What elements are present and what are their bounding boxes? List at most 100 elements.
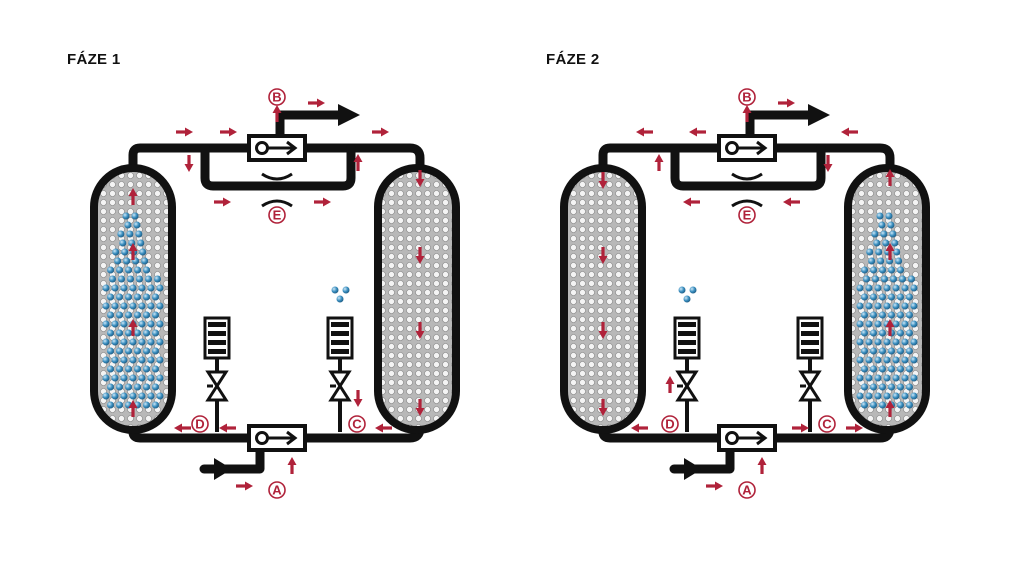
label-c: C (818, 415, 836, 433)
outlet-pipe (745, 110, 817, 143)
flow-arrow-up (742, 105, 752, 122)
flow-arrow-left (219, 423, 236, 433)
flow-arrow-down (598, 399, 608, 416)
phase-1-title: FÁZE 1 (67, 51, 121, 68)
flow-arrow-down (415, 399, 425, 416)
flow-arrow-up (353, 154, 363, 171)
inlet-shuttle-valve (247, 424, 307, 452)
outlet-shuttle-valve (717, 134, 777, 162)
flow-arrow-down (415, 322, 425, 339)
left-exhaust-valve (673, 316, 701, 432)
orifice-top (261, 172, 293, 181)
outlet-arrow (808, 104, 830, 126)
left-exhaust-valve (203, 316, 231, 432)
label-d: D (191, 415, 209, 433)
flow-arrow-left (375, 423, 392, 433)
flow-arrow-right (372, 127, 389, 137)
flow-arrow-up (885, 169, 895, 186)
phase-2-diagram: B E D C A (560, 88, 930, 499)
flow-arrow-right (706, 481, 723, 491)
purge-loop-pipe (670, 143, 826, 191)
flow-arrow-left (841, 127, 858, 137)
flow-arrow-up (757, 457, 767, 474)
outlet-pipe (275, 110, 347, 143)
flow-arrow-up (128, 400, 138, 417)
right-exhaust-valve (326, 316, 354, 432)
right-vessel (844, 164, 930, 434)
phase-1-diagram: B E D C A (90, 88, 460, 499)
right-exhaust-valve (796, 316, 824, 432)
flow-arrow-right (778, 98, 795, 108)
flow-arrow-down (353, 390, 363, 407)
moisture-droplets (856, 212, 918, 409)
flow-arrow-up (272, 105, 282, 122)
flow-arrow-up (128, 319, 138, 336)
right-vessel (374, 164, 460, 434)
label-e: E (268, 206, 286, 224)
flow-arrow-left (783, 197, 800, 207)
label-c: C (348, 415, 366, 433)
flow-arrow-left (689, 127, 706, 137)
flow-arrow-down (184, 155, 194, 172)
flow-arrow-up (128, 188, 138, 205)
inlet-arrow (684, 458, 702, 480)
label-text: E (273, 208, 282, 223)
flow-arrow-up (665, 376, 675, 393)
flow-arrow-up (885, 400, 895, 417)
flow-arrow-left (683, 197, 700, 207)
flow-arrow-left (631, 423, 648, 433)
inlet-arrow (214, 458, 232, 480)
label-text: B (272, 90, 281, 105)
label-text: D (195, 417, 204, 432)
label-text: E (743, 208, 752, 223)
orifice-bottom (731, 199, 763, 208)
label-text: C (352, 417, 362, 432)
label-b: B (268, 88, 286, 106)
flow-arrow-down (415, 170, 425, 187)
flow-arrow-down (823, 155, 833, 172)
orifice-bottom (261, 199, 293, 208)
flow-arrow-right (176, 127, 193, 137)
flow-arrow-up (287, 457, 297, 474)
flow-arrow-right (792, 423, 809, 433)
flow-arrow-down (598, 322, 608, 339)
flow-arrow-right (214, 197, 231, 207)
flow-arrow-down (415, 247, 425, 264)
label-d: D (661, 415, 679, 433)
flow-arrow-up (654, 154, 664, 171)
flow-arrow-up (885, 243, 895, 260)
exhaust-droplets (331, 286, 350, 303)
flow-arrow-up (885, 319, 895, 336)
left-vessel (560, 164, 646, 434)
purge-loop-pipe (200, 143, 356, 191)
label-text: B (742, 90, 751, 105)
flow-arrow-right (846, 423, 863, 433)
outlet-shuttle-valve (247, 134, 307, 162)
flow-arrow-right (308, 98, 325, 108)
label-text: A (742, 483, 752, 498)
flow-arrow-right (220, 127, 237, 137)
inlet-pipe (199, 447, 265, 474)
flow-arrow-down (598, 172, 608, 189)
label-text: D (665, 417, 674, 432)
flow-arrow-up (128, 243, 138, 260)
outlet-arrow (338, 104, 360, 126)
flow-arrow-left (174, 423, 191, 433)
label-text: C (822, 417, 832, 432)
flow-arrow-left (636, 127, 653, 137)
label-e: E (738, 206, 756, 224)
exhaust-droplets (678, 286, 697, 303)
moisture-droplets (102, 212, 164, 409)
flow-arrow-right (314, 197, 331, 207)
label-a: A (268, 481, 286, 499)
inlet-shuttle-valve (717, 424, 777, 452)
inlet-pipe (669, 447, 735, 474)
label-text: A (272, 483, 282, 498)
orifice-top (731, 172, 763, 181)
label-a: A (738, 481, 756, 499)
flow-arrow-right (236, 481, 253, 491)
left-vessel (90, 164, 176, 434)
label-b: B (738, 88, 756, 106)
flow-arrow-down (598, 247, 608, 264)
